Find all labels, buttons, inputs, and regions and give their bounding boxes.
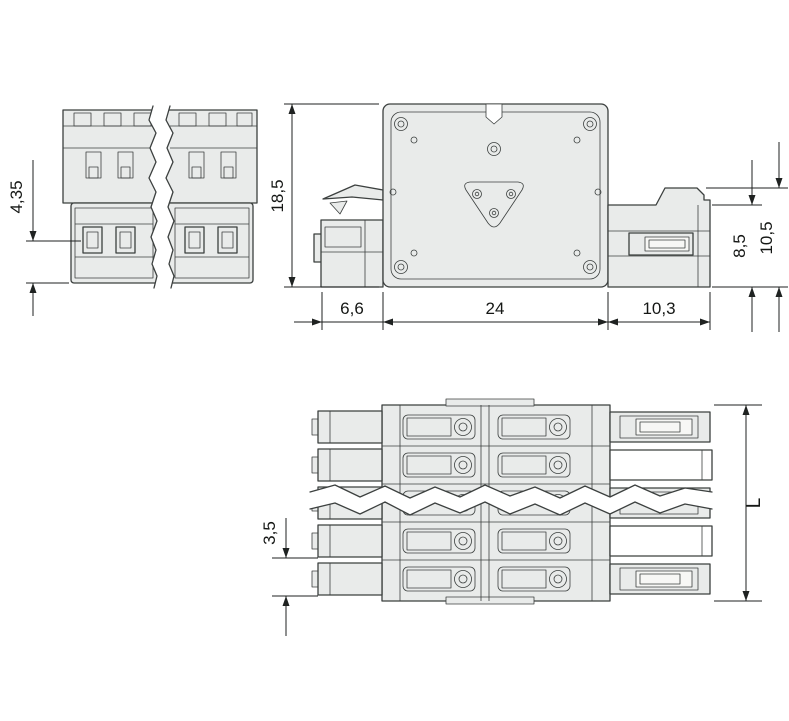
- pole-row: [311, 562, 711, 596]
- front-right-terminal-block: [165, 202, 254, 284]
- lever-block: [320, 219, 384, 288]
- dim-label-24: 24: [486, 299, 505, 318]
- dim-label-3-5: 3,5: [260, 521, 279, 545]
- break-line: [309, 484, 713, 499]
- empty-socket: [609, 449, 713, 481]
- contact-strip-orange: [628, 232, 694, 256]
- front-right-housing: [165, 109, 258, 204]
- contact-opening-hatch: [217, 226, 238, 254]
- dim-total-length: L: [714, 404, 765, 602]
- empty-socket: [609, 525, 713, 557]
- front-view: [62, 105, 258, 289]
- bottom-tab: [445, 596, 535, 605]
- center-boss: [464, 181, 524, 228]
- contact-opening-hatch: [115, 226, 136, 254]
- dim-label-10-3: 10,3: [642, 299, 675, 318]
- dim-label-8-5: 8,5: [730, 234, 749, 258]
- break-gap: [149, 106, 174, 288]
- dim-pole-pitch: 3,5: [260, 518, 318, 636]
- dim-widths: 6,6 24 10,3: [294, 292, 711, 330]
- contact-opening-hatch: [184, 226, 205, 254]
- contact-opening-hatch: [82, 226, 103, 254]
- coding-notch: [485, 103, 503, 125]
- top-tab: [445, 398, 535, 407]
- pin-tail: [607, 187, 711, 288]
- pole-row: [311, 410, 711, 444]
- dim-label-L: L: [744, 498, 765, 509]
- contact-strip-orange: [619, 415, 699, 439]
- break-line: [309, 501, 713, 516]
- pole-rows: [311, 410, 713, 596]
- dim-label-10-5: 10,5: [757, 221, 776, 254]
- screw-holes: [389, 117, 602, 274]
- side-main-body: [382, 103, 609, 288]
- dim-total-height: 18,5: [268, 103, 379, 288]
- pole-row: [311, 448, 713, 482]
- side-view: [313, 103, 711, 288]
- length-break: [309, 484, 713, 516]
- dim-label-6-6: 6,6: [340, 299, 364, 318]
- contact-strip-orange: [619, 567, 699, 591]
- pole-row: [311, 524, 713, 558]
- top-view: [309, 398, 713, 605]
- break-line: [165, 105, 175, 289]
- dim-label-4-35: 4,35: [7, 180, 26, 213]
- break-line: [148, 105, 158, 289]
- front-left-housing: [62, 109, 159, 204]
- dim-front-height: 4,35: [7, 160, 81, 316]
- locking-lever: [322, 184, 384, 201]
- dim-label-18-5: 18,5: [268, 179, 287, 212]
- front-left-terminal-block: [70, 202, 159, 284]
- dim-right-heights: 8,5 10,5: [706, 142, 788, 332]
